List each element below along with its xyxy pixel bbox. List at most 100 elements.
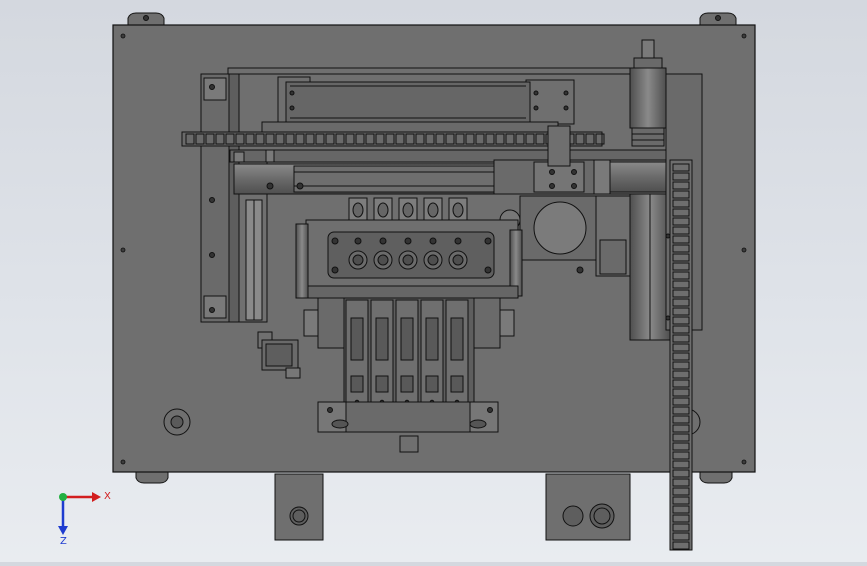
chain-link xyxy=(672,370,690,379)
chain-link xyxy=(595,133,605,145)
chain-link xyxy=(672,379,690,388)
chain-link xyxy=(535,133,545,145)
chain-link xyxy=(575,133,585,145)
chain-link xyxy=(672,253,690,262)
cylinder-clamp-block[interactable] xyxy=(499,195,631,277)
chain-link xyxy=(455,133,465,145)
chain-link xyxy=(672,442,690,451)
chain-link xyxy=(355,133,365,145)
bottom-right-bracket[interactable] xyxy=(545,473,631,541)
solenoid-valves[interactable] xyxy=(345,299,469,411)
chain-link xyxy=(672,289,690,298)
chain-link xyxy=(345,133,355,145)
chain-link xyxy=(672,469,690,478)
vertical-drag-chain[interactable] xyxy=(669,159,693,551)
chain-link xyxy=(672,541,690,550)
chain-link xyxy=(475,133,485,145)
valve-connector xyxy=(400,375,414,393)
valve-coil xyxy=(400,317,414,361)
horizontal-drag-chain[interactable] xyxy=(181,131,605,147)
nozzle-screw xyxy=(404,237,412,245)
small-sensor-block[interactable] xyxy=(257,331,301,379)
chain-link xyxy=(672,325,690,334)
chain-link xyxy=(515,133,525,145)
nozzle-screw xyxy=(454,237,462,245)
chain-link xyxy=(672,433,690,442)
chain-link xyxy=(672,298,690,307)
nozzle-screw xyxy=(429,237,437,245)
chain-link xyxy=(375,133,385,145)
chain-link xyxy=(285,133,295,145)
chain-link xyxy=(672,163,690,172)
orientation-triad: X Z xyxy=(58,491,111,547)
chain-link xyxy=(395,133,405,145)
chain-link xyxy=(672,208,690,217)
chain-link xyxy=(672,496,690,505)
chain-link xyxy=(295,133,305,145)
chain-link xyxy=(672,406,690,415)
chain-link xyxy=(672,343,690,352)
chain-link xyxy=(672,262,690,271)
nozzle-port-bore xyxy=(402,254,414,266)
actuator-carriage[interactable] xyxy=(493,125,671,195)
chain-link xyxy=(672,424,690,433)
chain-link xyxy=(672,217,690,226)
chain-link xyxy=(672,487,690,496)
chain-link xyxy=(672,478,690,487)
bottom-clamp-bar[interactable] xyxy=(317,401,499,453)
chain-link xyxy=(195,133,205,145)
chain-link xyxy=(672,460,690,469)
chain-link xyxy=(672,181,690,190)
bottom-left-bracket[interactable] xyxy=(274,473,324,541)
chain-link xyxy=(255,133,265,145)
chain-link xyxy=(265,133,275,145)
chain-link xyxy=(672,199,690,208)
chain-link xyxy=(445,133,455,145)
valve-connector xyxy=(450,375,464,393)
x-axis-arrowhead xyxy=(92,492,101,502)
vertical-servo-motor[interactable] xyxy=(629,39,667,147)
nozzle-port-bore xyxy=(377,254,389,266)
valve-coil xyxy=(450,317,464,361)
nozzle-port-bore xyxy=(452,254,464,266)
valve-connector xyxy=(425,375,439,393)
base-plate-holes xyxy=(120,33,747,465)
chain-link xyxy=(672,388,690,397)
chain-link xyxy=(495,133,505,145)
upper-rail-beam[interactable] xyxy=(261,121,559,133)
valve-connector xyxy=(375,375,389,393)
horizontal-linear-actuator[interactable] xyxy=(229,149,701,195)
chain-link xyxy=(485,133,495,145)
chain-link xyxy=(315,133,325,145)
valve-coil xyxy=(425,317,439,361)
chain-link xyxy=(672,334,690,343)
chain-link xyxy=(672,235,690,244)
chain-link xyxy=(325,133,335,145)
chain-link xyxy=(585,133,595,145)
chain-link xyxy=(435,133,445,145)
chain-link xyxy=(505,133,515,145)
chain-link xyxy=(672,172,690,181)
nozzle-cylinders-row[interactable] xyxy=(348,197,468,221)
top-mounting-tabs xyxy=(127,12,737,26)
chain-link xyxy=(225,133,235,145)
nozzle-port-bore xyxy=(427,254,439,266)
round-boss-left[interactable] xyxy=(163,408,191,436)
chain-link xyxy=(672,280,690,289)
chain-link xyxy=(335,133,345,145)
nozzle-cylinder-rod xyxy=(427,202,439,218)
chain-link xyxy=(672,415,690,424)
nozzle-ports-row[interactable] xyxy=(348,237,468,270)
nozzle-screw xyxy=(379,237,387,245)
chain-link xyxy=(245,133,255,145)
chain-link xyxy=(672,190,690,199)
chain-link xyxy=(385,133,395,145)
chain-link xyxy=(465,133,475,145)
z-axis-arrowhead xyxy=(58,526,68,535)
top-gantry-frame[interactable] xyxy=(227,67,635,125)
valve-connector xyxy=(350,375,364,393)
chain-link xyxy=(415,133,425,145)
valve-coil xyxy=(350,317,364,361)
chain-link xyxy=(672,451,690,460)
